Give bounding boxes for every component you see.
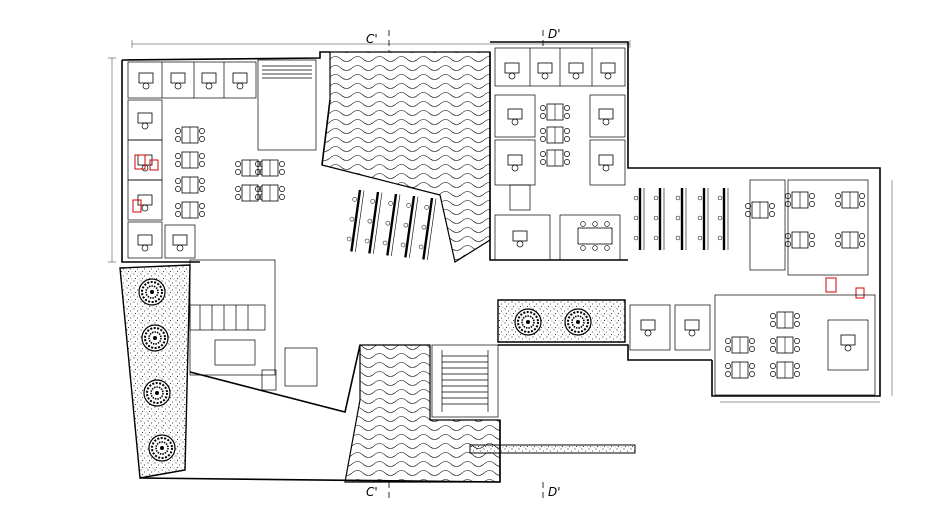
red-marks (132, 154, 865, 299)
landscape-strip-left (119, 264, 191, 479)
far-right-offices (629, 179, 876, 396)
right-workstation-rows (632, 186, 730, 252)
desk-icon (835, 231, 865, 249)
section-lines (388, 30, 544, 500)
desk-icon (174, 201, 206, 219)
building-outline (121, 41, 881, 483)
desk-icon (232, 72, 248, 90)
desk-icon (725, 336, 755, 354)
tree-icon (143, 379, 171, 407)
section-mark-c-bottom: C' (366, 485, 378, 499)
desk-icon (684, 319, 700, 337)
desk-icon (770, 336, 800, 354)
section-mark-c-top: C' (366, 32, 378, 46)
desk-icon (137, 234, 153, 252)
desk-icon (537, 62, 553, 80)
section-mark-d-bottom: D' (548, 485, 561, 499)
desk-icon (540, 126, 570, 144)
desk-icon (770, 361, 800, 379)
desk-icon (540, 103, 570, 121)
desk-icon (840, 334, 856, 352)
desk-icon (540, 149, 570, 167)
desk-icon (254, 184, 286, 202)
desk-icon (174, 151, 206, 169)
desk-icon (174, 126, 206, 144)
library-rows (344, 187, 438, 262)
desk-icon (785, 191, 815, 209)
desk-icon (507, 154, 523, 172)
desk-icon (201, 72, 217, 90)
desk-icon (507, 108, 523, 126)
tree-icon (564, 308, 592, 336)
washroom-block (189, 259, 318, 391)
desk-icon (138, 72, 154, 90)
desk-icon (137, 194, 153, 212)
desk-icon (598, 154, 614, 172)
water-feature-bottom (344, 344, 501, 483)
water-feature-top (321, 51, 491, 263)
desk-icon (785, 231, 815, 249)
desk-icon (568, 62, 584, 80)
desk-icon (835, 191, 865, 209)
ramp (469, 444, 636, 454)
section-mark-d-top: D' (548, 27, 561, 41)
desk-icon (725, 361, 755, 379)
desk-icon (600, 62, 616, 80)
tree-icon (514, 308, 542, 336)
desk-icon (174, 176, 206, 194)
tree-icon (148, 434, 176, 462)
left-office-block (127, 59, 317, 259)
desk-icon (170, 72, 186, 90)
stair-icon (431, 344, 499, 418)
conference-table (577, 221, 613, 251)
desk-icon (504, 62, 520, 80)
desk-icon (137, 112, 153, 130)
desk-icon (254, 159, 286, 177)
desk-icon (512, 230, 528, 248)
tree-icon (138, 278, 166, 306)
desk-icon (172, 234, 188, 252)
upper-right-offices (494, 47, 626, 261)
desk-icon (598, 108, 614, 126)
tree-icon (141, 324, 169, 352)
desk-icon (770, 311, 800, 329)
desk-icon (640, 319, 656, 337)
dimension-lines (108, 40, 893, 403)
